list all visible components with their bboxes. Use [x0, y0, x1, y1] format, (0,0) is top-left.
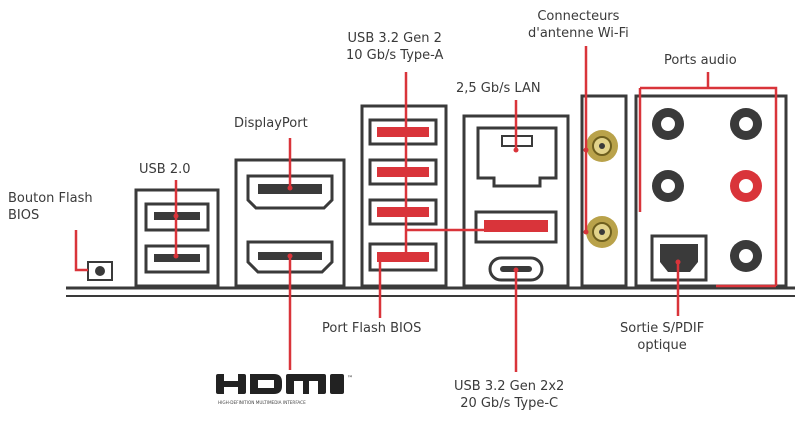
flash-button-label: Bouton Flash BIOS — [8, 190, 93, 224]
usbc-label-line2: 20 Gb/s Type-C — [460, 396, 559, 411]
audio-bracket — [638, 72, 778, 288]
usb20-label: USB 2.0 — [139, 162, 191, 177]
spdif-label-line2: optique — [637, 338, 687, 353]
usb32g2-label-line2: 10 Gb/s Type-A — [346, 48, 444, 63]
flash-bios-button — [87, 261, 113, 281]
port-flash-label: Port Flash BIOS — [322, 321, 422, 336]
flash-button-label-line1: Bouton Flash — [8, 191, 93, 206]
hdmi-logo: ™ HIGH-DEFINITION MULTIMEDIA INTERFACE — [216, 374, 353, 405]
lan-usb-block — [462, 114, 570, 288]
audio-ports — [634, 94, 788, 288]
svg-text:HIGH-DEFINITION MULTIMEDIA INT: HIGH-DEFINITION MULTIMEDIA INTERFACE — [218, 400, 306, 405]
wifi-label-line2: d'antenne Wi-Fi — [528, 26, 629, 41]
svg-text:™: ™ — [347, 375, 353, 382]
lan-label: 2,5 Gb/s LAN — [456, 81, 541, 96]
wifi-connectors — [580, 94, 628, 288]
usb32g2-ports — [360, 104, 448, 288]
leader-dots — [173, 147, 681, 273]
displayport-label: DisplayPort — [234, 116, 308, 131]
board-baseline — [66, 286, 795, 297]
usbc-label-line1: USB 3.2 Gen 2x2 — [454, 379, 565, 394]
leader-lines — [74, 46, 680, 372]
usbc-label: USB 3.2 Gen 2x2 20 Gb/s Type-C — [454, 378, 564, 412]
audio-label: Ports audio — [664, 53, 737, 68]
usb32g2-label: USB 3.2 Gen 2 10 Gb/s Type-A — [346, 30, 443, 64]
spdif-label: Sortie S/PDIF optique — [620, 320, 704, 354]
wifi-label-line1: Connecteurs — [537, 9, 620, 24]
spdif-label-line1: Sortie S/PDIF — [620, 321, 705, 336]
wifi-label: Connecteurs d'antenne Wi-Fi — [528, 8, 629, 42]
usb32g2-label-line1: USB 3.2 Gen 2 — [347, 31, 442, 46]
flash-button-label-line2: BIOS — [8, 208, 40, 223]
